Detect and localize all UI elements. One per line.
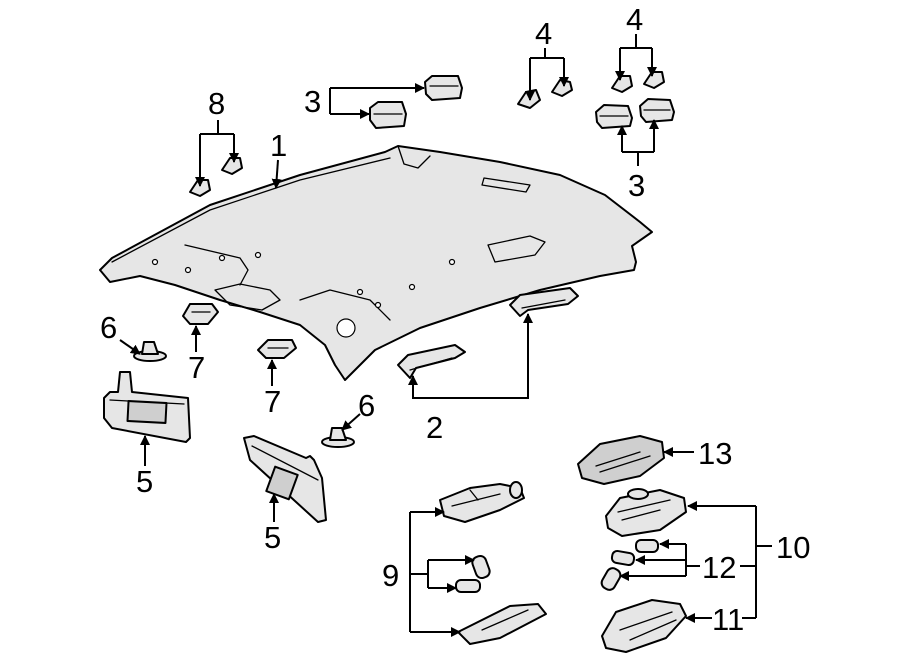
clip-4-d xyxy=(643,71,665,89)
bulb-12-b xyxy=(610,549,636,567)
lamp-bezel-13 xyxy=(577,435,665,485)
callout-7-b: 7 xyxy=(264,384,281,419)
visor-clip-right xyxy=(321,427,355,448)
lamp-housing-10 xyxy=(605,488,687,537)
bracket-right-a xyxy=(595,104,633,129)
visor-clip-left xyxy=(133,341,167,362)
trim-cover-7-a xyxy=(182,303,219,325)
leader-lines xyxy=(119,34,772,637)
callout-6-right: 6 xyxy=(358,388,375,423)
clip-4-c xyxy=(611,75,633,93)
headliner xyxy=(99,145,653,381)
bulb-12-c xyxy=(600,567,622,591)
console-9 xyxy=(439,481,525,523)
lamp-lens-11 xyxy=(601,599,687,653)
sun-visor-left xyxy=(103,371,191,443)
callout-1: 1 xyxy=(270,128,287,163)
callout-7-a: 7 xyxy=(188,350,205,385)
callout-10: 10 xyxy=(776,530,810,565)
callout-11: 11 xyxy=(712,602,744,637)
callout-8: 8 xyxy=(208,86,225,121)
clip-8-b xyxy=(221,157,243,175)
bracket-upper-left-a xyxy=(424,75,463,101)
sun-visor-right xyxy=(243,435,327,523)
callout-12: 12 xyxy=(702,550,736,585)
callout-3-right: 3 xyxy=(628,168,645,203)
bulb-9-a xyxy=(471,554,491,580)
grab-handle-rear xyxy=(509,287,579,317)
grab-handle-front xyxy=(397,344,466,379)
callout-2: 2 xyxy=(426,410,443,445)
trim-cover-7-b xyxy=(257,339,297,359)
callout-labels: 1 2 3 3 4 4 5 5 6 6 7 7 8 9 10 11 12 13 xyxy=(100,2,810,637)
bracket-upper-left-b xyxy=(369,101,407,129)
bulb-12-a xyxy=(635,539,659,553)
callout-13: 13 xyxy=(698,436,732,471)
clip-4-b xyxy=(551,79,573,97)
callout-5-left: 5 xyxy=(136,464,153,499)
console-lens-9 xyxy=(457,603,547,645)
callout-9: 9 xyxy=(382,558,399,593)
bulb-9-b xyxy=(455,579,481,593)
bracket-right-b xyxy=(639,98,675,123)
callout-5-right: 5 xyxy=(264,520,281,555)
callout-4-left: 4 xyxy=(535,16,552,51)
callout-6-left: 6 xyxy=(100,310,117,345)
callout-3-upper: 3 xyxy=(304,84,321,119)
callout-4-right: 4 xyxy=(626,2,643,37)
